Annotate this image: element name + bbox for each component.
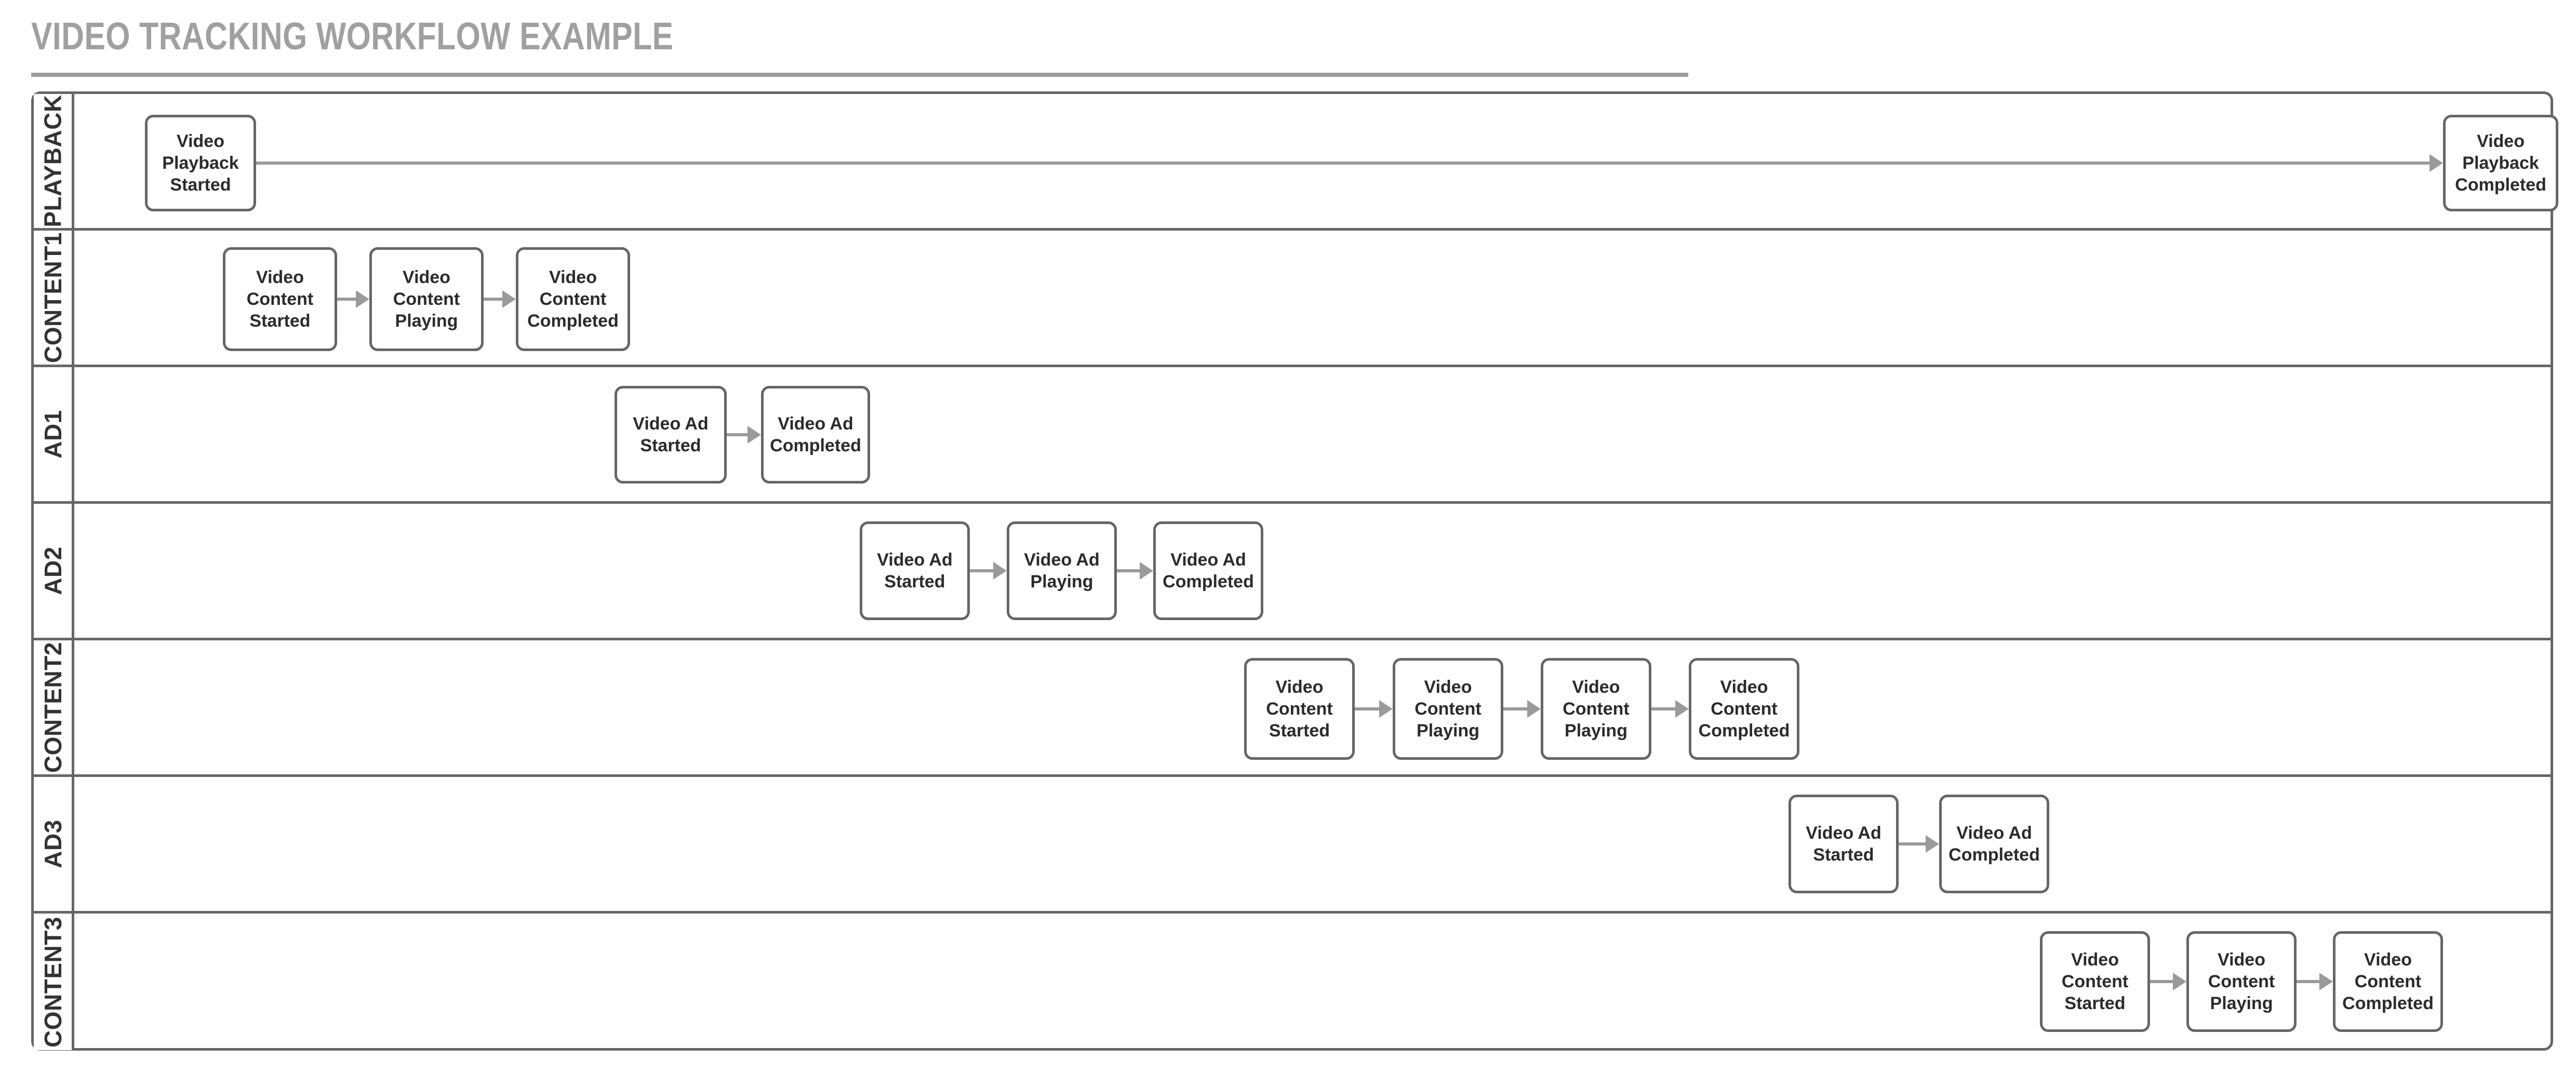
node-label: Video Content Playing: [2208, 950, 2275, 1013]
lane-label: AD1: [39, 410, 66, 459]
node-label: Video Ad Started: [877, 550, 953, 592]
lane-header-playback: PLAYBACK: [34, 94, 74, 228]
connector-line: [484, 298, 503, 301]
node-label: Video Content Started: [1266, 677, 1333, 741]
connector-arrowhead: [2173, 973, 2186, 990]
lane-header-ad2: AD2: [34, 504, 74, 638]
workflow-node[interactable]: Video Content Started: [223, 247, 337, 351]
node-label: Video Content Completed: [1698, 677, 1790, 741]
node-label: Video Ad Playing: [1024, 550, 1100, 592]
lane-label: AD3: [39, 820, 66, 868]
workflow-node[interactable]: Video Content Started: [1244, 658, 1355, 760]
connector-line: [1355, 707, 1380, 710]
lane-header-content3: CONTENT3: [34, 914, 74, 1050]
connector-arrowhead: [993, 562, 1007, 580]
connector-line: [1651, 707, 1676, 710]
connector-line: [256, 162, 2431, 165]
workflow-node[interactable]: Video Content Completed: [1689, 658, 1799, 760]
connector-arrowhead: [1140, 562, 1153, 580]
workflow-node[interactable]: Video Content Started: [2040, 931, 2150, 1032]
lane-label: CONTENT2: [39, 642, 66, 773]
node-label: Video Content Playing: [1563, 677, 1630, 741]
lane-body-content3: Video Content Started Video Content Playi…: [74, 914, 2551, 1050]
node-label: Video Content Playing: [1414, 677, 1481, 741]
swimlane-ad1: AD1 Video Ad Started Video Ad Completed: [34, 367, 2551, 504]
title-block: VIDEO TRACKING WORKFLOW EXAMPLE: [31, 16, 1693, 57]
lane-header-content1: CONTENT1: [34, 231, 74, 365]
workflow-node[interactable]: Video Ad Started: [615, 386, 727, 484]
workflow-node[interactable]: Video Ad Completed: [761, 386, 870, 484]
connector-line: [2297, 980, 2320, 983]
connector-arrowhead: [1926, 835, 1939, 853]
connector-line: [1899, 842, 1927, 846]
node-label: Video Ad Completed: [1163, 550, 1254, 592]
workflow-node[interactable]: Video Content Completed: [2333, 931, 2443, 1032]
workflow-node[interactable]: Video Content Playing: [369, 247, 484, 351]
lane-body-ad2: Video Ad Started Video Ad Playing Video Ad…: [74, 504, 2551, 638]
connector-line: [337, 298, 357, 301]
lane-header-content2: CONTENT2: [34, 640, 74, 774]
node-label: Video Content Completed: [527, 267, 619, 331]
connector-arrowhead: [1675, 700, 1689, 718]
lane-label: CONTENT1: [39, 232, 66, 363]
connector-line: [1117, 569, 1141, 572]
connector-arrowhead: [356, 290, 369, 308]
lane-body-content1: Video Content Started Video Content Playi…: [74, 231, 2551, 365]
connector-line: [970, 569, 994, 572]
lane-body-playback: Video Playback Started Video Playback Com…: [74, 94, 2558, 228]
workflow-node[interactable]: Video Playback Completed: [2443, 115, 2558, 211]
node-label: Video Playback Started: [162, 131, 239, 195]
lane-body-ad3: Video Ad Started Video Ad Completed: [74, 777, 2551, 911]
lane-header-ad3: AD3: [34, 777, 74, 911]
connector-line: [2150, 980, 2174, 983]
node-label: Video Content Started: [2061, 950, 2129, 1013]
node-label: Video Ad Completed: [1948, 823, 2040, 865]
connector-arrowhead: [748, 426, 761, 444]
connector-arrowhead: [502, 290, 516, 308]
workflow-node[interactable]: Video Ad Started: [1788, 795, 1899, 893]
workflow-node[interactable]: Video Ad Started: [860, 521, 970, 620]
connector-arrowhead: [1527, 700, 1541, 718]
lane-header-ad1: AD1: [34, 367, 74, 501]
lane-body-content2: Video Content Started Video Content Playi…: [74, 640, 2551, 774]
connector-arrowhead: [1379, 700, 1393, 718]
workflow-node[interactable]: Video Content Playing: [1393, 658, 1503, 760]
lane-body-ad1: Video Ad Started Video Ad Completed: [74, 367, 2551, 501]
connector-line: [1503, 707, 1528, 710]
workflow-node[interactable]: Video Content Playing: [1541, 658, 1651, 760]
connector-arrowhead: [2430, 154, 2443, 172]
node-label: Video Content Started: [246, 267, 314, 331]
workflow-node[interactable]: Video Ad Playing: [1007, 521, 1117, 620]
swimlane-ad3: AD3 Video Ad Started Video Ad Completed: [34, 777, 2551, 914]
node-label: Video Ad Started: [633, 414, 709, 455]
workflow-node[interactable]: Video Content Playing: [2186, 931, 2297, 1032]
workflow-node[interactable]: Video Content Completed: [516, 247, 630, 351]
workflow-node[interactable]: Video Playback Started: [145, 115, 256, 211]
node-label: Video Playback Completed: [2455, 131, 2546, 195]
connector-arrowhead: [2319, 973, 2333, 990]
node-label: Video Content Playing: [393, 267, 460, 331]
workflow-node[interactable]: Video Ad Completed: [1939, 795, 2049, 893]
lane-label: PLAYBACK: [39, 95, 66, 227]
connector-line: [727, 433, 749, 436]
title-divider: [31, 73, 1688, 77]
page-title: VIDEO TRACKING WORKFLOW EXAMPLE: [31, 15, 674, 58]
node-label: Video Ad Started: [1806, 823, 1881, 865]
lane-label: AD2: [39, 546, 66, 595]
lane-label: CONTENT3: [39, 916, 66, 1048]
workflow-node[interactable]: Video Ad Completed: [1153, 521, 1263, 620]
node-label: Video Content Completed: [2342, 950, 2434, 1013]
node-label: Video Ad Completed: [770, 414, 861, 455]
